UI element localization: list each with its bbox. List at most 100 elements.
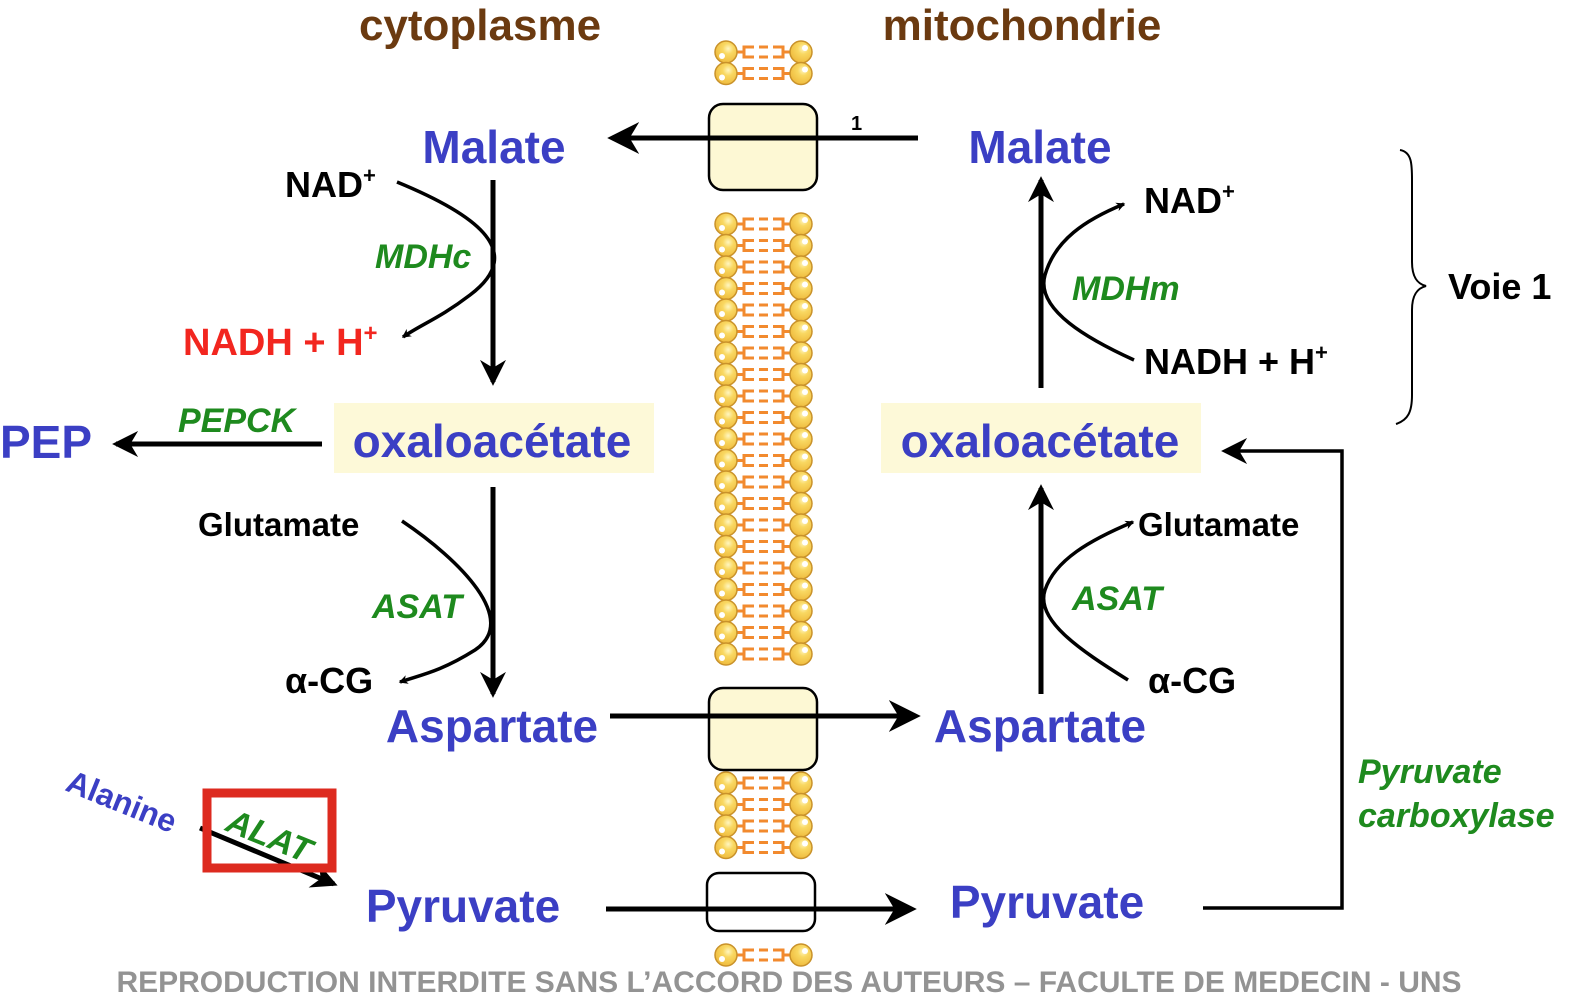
voie1-brace <box>1395 149 1427 425</box>
lipid-head <box>789 384 813 408</box>
cyto-oxaloacetate-highlight <box>334 403 654 473</box>
lipid-head <box>789 620 813 645</box>
lipid-head <box>789 577 813 602</box>
lipid-head <box>789 792 813 817</box>
lipid-head <box>714 792 738 817</box>
lipid-head <box>789 814 813 838</box>
cyto-enzyme-asat: ASAT <box>371 588 465 626</box>
lipid-head <box>789 771 813 795</box>
mito-nadh: NADH + H+ <box>1144 340 1328 382</box>
nadh-to-nad-curve-arrow <box>1042 202 1135 362</box>
lipid-head <box>789 835 813 860</box>
mito-alpha-cg: α-CG <box>1148 660 1236 701</box>
voie1-label: Voie 1 <box>1448 266 1551 307</box>
lipid-head <box>714 599 738 623</box>
phospholipid-pair <box>714 620 813 645</box>
lipid-head <box>789 405 813 430</box>
lipid-bilayer-membrane <box>714 40 813 967</box>
lipid-head <box>789 233 813 258</box>
lipid-head <box>714 491 738 516</box>
phospholipid-pair <box>714 556 813 580</box>
phospholipid-pair <box>714 599 813 623</box>
phospholipid-pair <box>714 212 813 236</box>
phospholipid-pair <box>714 427 813 451</box>
lipid-head <box>789 362 813 387</box>
phospholipid-pair <box>714 341 813 365</box>
mito-malate: Malate <box>968 121 1111 173</box>
lipid-head <box>714 276 738 301</box>
mito-oxaloacetate: oxaloacétate <box>901 415 1180 467</box>
lipid-head <box>714 233 738 258</box>
enzyme-mdhc: MDHc <box>375 238 471 276</box>
lipid-head <box>714 534 738 559</box>
header-mitochondria: mitochondrie <box>883 1 1162 50</box>
phospholipid-pair <box>714 943 813 967</box>
lipid-head <box>714 835 738 860</box>
lipid-head <box>714 40 738 64</box>
cyto-malate: Malate <box>422 121 565 173</box>
lipid-head <box>714 362 738 387</box>
lipid-head <box>789 599 813 623</box>
lipid-head <box>714 814 738 838</box>
lipid-head <box>714 255 738 279</box>
enzyme-pc-line1: Pyruvate <box>1358 753 1502 791</box>
mito-glutamate: Glutamate <box>1138 506 1299 543</box>
acg-to-glutamate-curve-arrow <box>1041 520 1135 682</box>
cyto-aspartate: Aspartate <box>386 700 598 752</box>
cyto-glutamate: Glutamate <box>198 506 359 543</box>
lipid-head <box>714 427 738 451</box>
phospholipid-pair <box>714 534 813 559</box>
lipid-head <box>714 943 738 967</box>
alanine: Alanine <box>61 763 182 840</box>
lipid-head <box>789 943 813 967</box>
lipid-head <box>789 40 813 64</box>
cyto-nad: NAD+ <box>285 163 376 205</box>
phospholipid-pair <box>714 642 813 666</box>
lipid-head <box>789 212 813 236</box>
cyto-alpha-cg: α-CG <box>285 660 373 701</box>
nad-to-nadh-curve-arrow <box>396 180 497 339</box>
phospholipid-pair <box>714 319 813 344</box>
lipid-head <box>714 341 738 365</box>
watermark: REPRODUCTION INTERDITE SANS L’ACCORD DES… <box>116 966 1461 999</box>
lipid-head <box>714 405 738 430</box>
lipid-head <box>789 556 813 580</box>
lipid-head <box>714 212 738 236</box>
phospholipid-pair <box>714 491 813 516</box>
alat-highlight-box <box>202 788 337 873</box>
mito-oxaloacetate-highlight <box>881 403 1201 473</box>
lipid-head <box>789 319 813 344</box>
lipid-head <box>789 341 813 365</box>
mito-nad: NAD+ <box>1144 179 1235 221</box>
enzyme-pc-line2: carboxylase <box>1358 797 1555 835</box>
cyto-nadh: NADH + H+ <box>183 320 378 364</box>
glutamate-to-acg-curve-arrow <box>398 519 493 684</box>
phospholipid-pair <box>714 792 813 817</box>
lipid-head <box>789 298 813 322</box>
phospholipid-pair <box>714 835 813 860</box>
pyruvate-carboxylase-arrow <box>1203 438 1344 910</box>
lipid-head <box>714 771 738 795</box>
lipid-head <box>714 470 738 494</box>
phospholipid-pair <box>714 233 813 258</box>
phospholipid-pair <box>714 577 813 602</box>
lipid-head <box>714 577 738 602</box>
lipid-head <box>789 427 813 451</box>
phospholipid-pair <box>714 40 813 64</box>
pyruvate-transporter <box>705 871 817 933</box>
phospholipid-pair <box>714 362 813 387</box>
lipid-head <box>789 534 813 559</box>
phospholipid-pair <box>714 448 813 473</box>
lipid-head <box>714 448 738 473</box>
lipid-head <box>789 448 813 473</box>
phospholipid-pair <box>714 814 813 838</box>
mito-enzyme-asat: ASAT <box>1071 580 1165 618</box>
transporter-number-label: 1 <box>851 113 862 135</box>
lipid-head <box>714 620 738 645</box>
lipid-head <box>789 513 813 537</box>
phospholipid-pair <box>714 384 813 408</box>
lipid-head <box>789 642 813 666</box>
lipid-head <box>789 255 813 279</box>
enzyme-pepck: PEPCK <box>178 402 298 440</box>
